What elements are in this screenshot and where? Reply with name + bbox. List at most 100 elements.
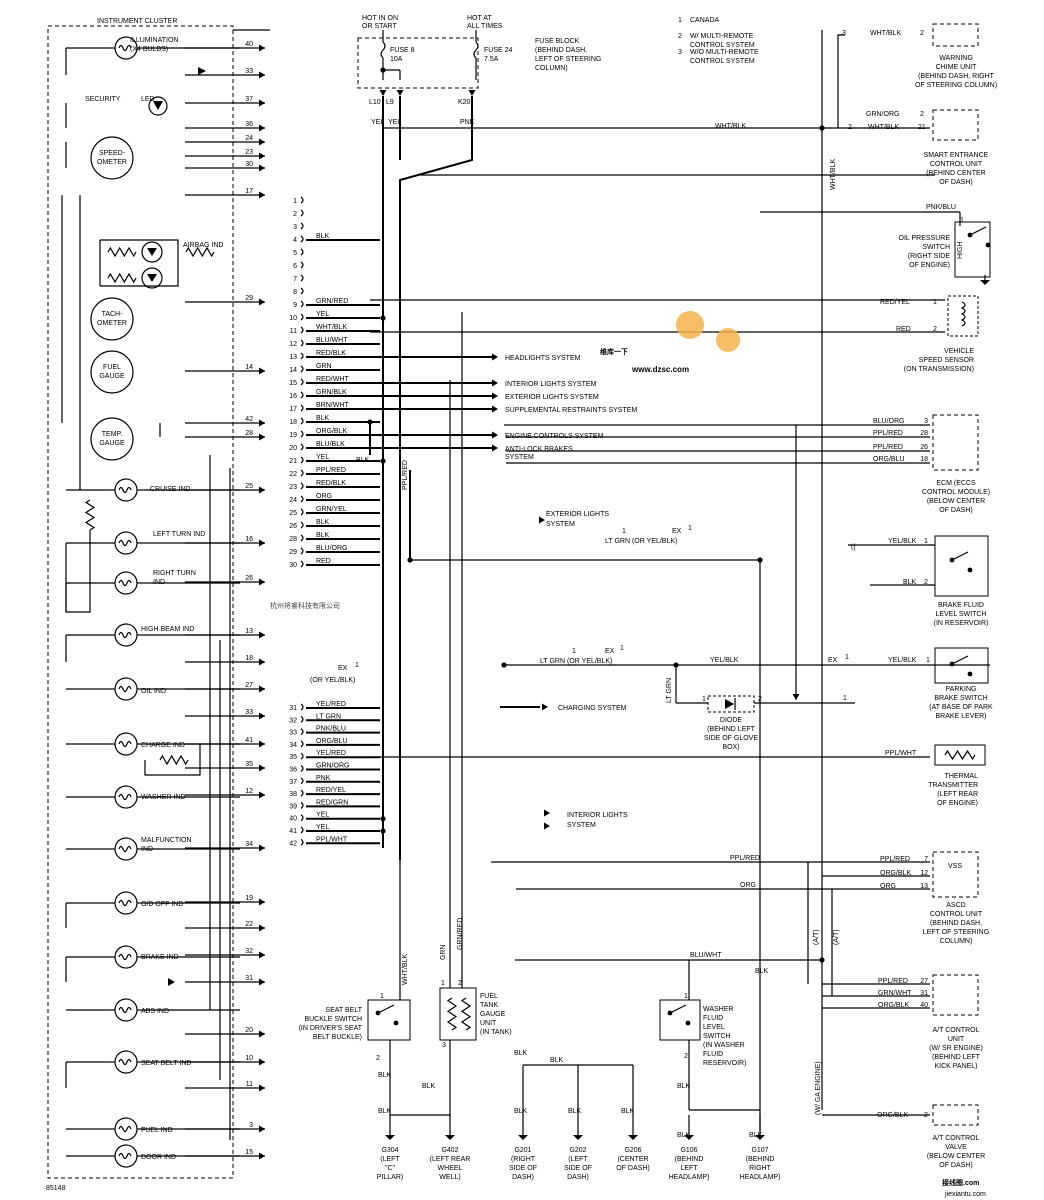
connector-pin: 34: [289, 742, 297, 749]
system-arrow-icon: [492, 392, 498, 400]
blk-label: BLK: [550, 1057, 564, 1064]
note-number: 1: [678, 17, 682, 24]
blk-label: BLK: [514, 1050, 528, 1057]
brake-indicator-pin: 32: [245, 948, 253, 955]
wire: [837, 34, 845, 128]
connector-arrow-icon: [259, 898, 265, 906]
ppl-red-vertical-label: PPL/RED: [402, 460, 409, 490]
ground-location-label: (LEFT: [568, 1156, 588, 1163]
smart-entrance-label: SMART ENTRANCE: [924, 152, 989, 159]
left-turn-indicator-bulb-icon: [114, 531, 138, 555]
system-arrow-icon: [539, 516, 545, 524]
connector-pin: 30: [289, 562, 297, 569]
wire-color-label: GRN/RED: [316, 298, 348, 305]
connector-arrow-icon: [300, 801, 304, 809]
tachometer-label: TACH-: [102, 311, 124, 318]
connector-arrow-icon: [300, 313, 304, 321]
connector-arrow-icon: [259, 99, 265, 107]
wire-color-label: RED/GRN: [316, 799, 348, 806]
connector-pin: 11: [290, 328, 297, 335]
connector-pin: 6: [293, 263, 297, 270]
fuel-gauge-pin: 14: [245, 364, 253, 371]
ground-id: G107: [751, 1147, 768, 1154]
tachometer-gauge-icon: [90, 297, 134, 341]
door-indicator-label: DOOR IND: [141, 1154, 176, 1161]
exterior-lights-ref-2: EXTERIOR LIGHTS: [546, 511, 609, 518]
at-unit-wire: PPL/RED: [878, 978, 908, 985]
exterior-lights-system-ref: EXTERIOR LIGHTS SYSTEM: [505, 394, 599, 401]
washer-switch-label: SWITCH: [703, 1033, 731, 1040]
washer-indicator-bulb-icon: [118, 793, 132, 801]
wire-color-label: YEL: [316, 812, 329, 819]
diode-label: BOX): [722, 744, 739, 751]
airbag-indicator-pin: 17: [245, 188, 253, 195]
connector-pin: 33: [289, 730, 297, 737]
ecm-label: CONTROL MODULE): [922, 489, 990, 496]
ground-location-label: HEADLAMP): [669, 1174, 710, 1181]
resistor-icon: [159, 754, 189, 766]
seat-belt-wire: WHT/BLK: [402, 954, 409, 985]
od-off-indicator-label: O/D OFF IND: [141, 901, 183, 908]
smart-entrance-label: (BEHIND CENTER: [926, 170, 986, 177]
interior-lights-ref-2: INTERIOR LIGHTS: [567, 812, 628, 819]
high-beam-indicator-label: HIGH BEAM IND: [141, 626, 194, 633]
parking-brake-switch-box: [934, 647, 989, 684]
smart-entrance-box: [932, 109, 979, 141]
splice-dot: [380, 315, 386, 321]
security-led-pin: 36: [245, 121, 253, 128]
ground-location-label: SIDE OF: [564, 1165, 592, 1172]
connector-arrow-icon: [259, 1125, 265, 1133]
speedometer-pin: 23: [245, 149, 253, 156]
note-ref: 1: [622, 528, 626, 535]
airbag-led-icon: [141, 241, 163, 263]
fuse-icon: [380, 41, 386, 59]
wire-color-label: YEL: [316, 824, 329, 831]
washer-switch-label: FLUID: [703, 1015, 723, 1022]
seat-belt-indicator-label: SEAT BELT IND: [141, 1060, 191, 1067]
malfunction-indicator-bulb-icon: [114, 837, 138, 861]
connector-arrow-icon: [259, 71, 265, 79]
ground-icon: [385, 1135, 395, 1140]
connector-arrow-icon: [300, 352, 304, 360]
wht-blk-label: WHT/BLK: [715, 123, 746, 130]
ground-icon: [445, 1135, 455, 1140]
blu-wht-label: BLU/WHT: [690, 952, 722, 959]
fuse-block-box: [357, 37, 479, 89]
connector-pin: 36: [289, 767, 297, 774]
watermark-corner-url: jiexiantu.com: [944, 1191, 986, 1198]
connector-pin: 38: [289, 791, 297, 798]
washer-switch-icon: [685, 1020, 691, 1026]
connector-pin: 8: [293, 289, 297, 296]
malfunction-indicator-label: IND: [141, 846, 153, 853]
coil-icon: [960, 301, 966, 327]
pin: 31: [920, 990, 928, 997]
at-control-valve-label: A/T CONTROL: [933, 1135, 980, 1142]
diode-label: (BEHIND LEFT: [707, 726, 756, 733]
connector-arrow-icon: [300, 300, 304, 308]
wire-color-label: GRN/ORG: [316, 763, 349, 770]
connector-pin: 22: [289, 471, 297, 478]
seat-belt-switch-label: (IN DRIVER'S SEAT: [299, 1025, 363, 1032]
security-led-pin: 37: [245, 96, 253, 103]
pin: 27: [920, 978, 928, 985]
note-number: 3: [678, 49, 682, 56]
connector-arrow-icon: [300, 703, 304, 711]
connector-pin: 12: [289, 341, 297, 348]
connector-arrow-icon: [300, 287, 304, 295]
figure-code: 85148: [46, 1185, 66, 1192]
ecm-wire: BLU/ORG: [873, 418, 905, 425]
note-ref: 3: [842, 30, 846, 37]
connector-arrow-icon: [300, 469, 304, 477]
connector-pin: 4: [293, 237, 297, 244]
connector-pin: 29: [289, 549, 297, 556]
connector-arrow-icon: [259, 1058, 265, 1066]
malfunction-indicator-bulb-icon: [118, 845, 132, 853]
fuel-indicator-bulb-icon: [114, 1117, 138, 1141]
wire-color-label: BLK: [316, 519, 330, 526]
diode-icon: [725, 699, 734, 709]
blk-label: BLK: [378, 1108, 392, 1115]
wire-color-label: YEL/RED: [316, 750, 346, 757]
note-ref: 1: [355, 662, 359, 669]
connector-pin: 20: [289, 445, 297, 452]
connector-pin: 16: [289, 393, 297, 400]
